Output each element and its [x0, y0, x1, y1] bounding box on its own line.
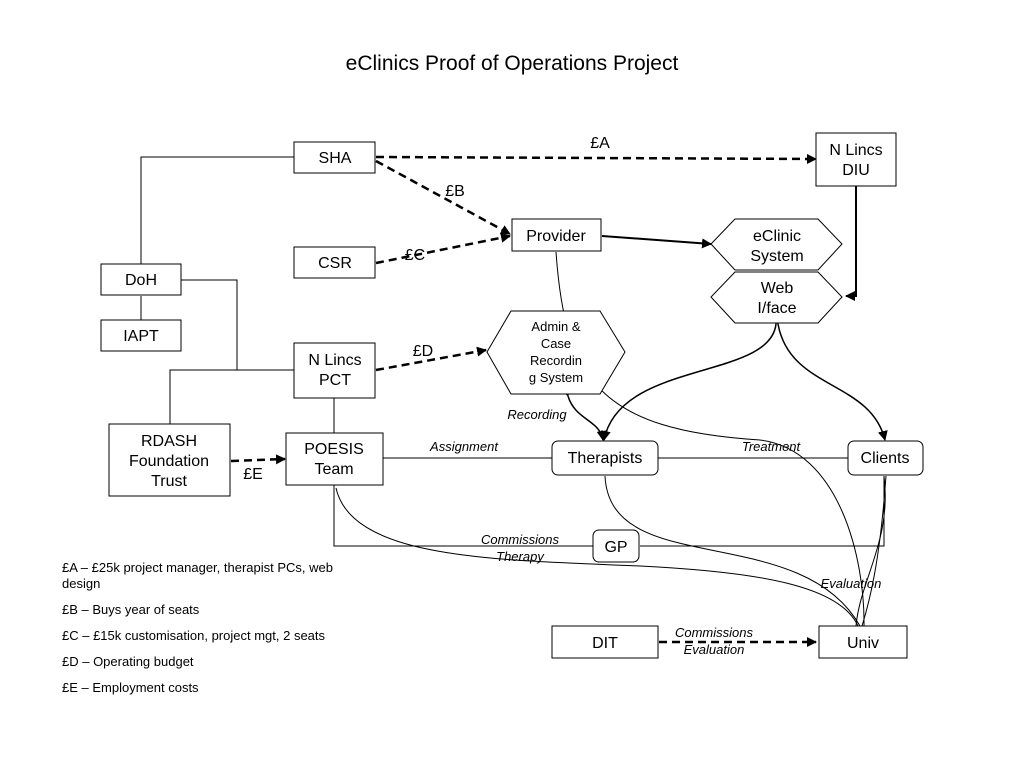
label-clients: Clients [861, 450, 910, 467]
node-rdash [108, 423, 231, 497]
solid-arrows [601, 186, 857, 301]
label-doh: DoH [125, 272, 157, 289]
arrow-e [230, 454, 286, 465]
commissions-therapy-line [333, 485, 593, 547]
edge-label-assignment: Assignment [429, 439, 499, 454]
pct-rdash-line [169, 369, 294, 424]
funding-arrows [230, 153, 817, 647]
node-csr [293, 246, 376, 279]
node-poesis [285, 432, 384, 486]
label-admin-3: Recordin [530, 353, 582, 368]
label-rdash-2: Foundation [129, 453, 209, 470]
gp-clients-line [640, 476, 885, 547]
node-nlincs-diu [815, 132, 897, 187]
edge-label-e: £E [243, 466, 263, 483]
edge-label-c: £C [405, 247, 425, 264]
clients-univ-curve [861, 475, 887, 627]
node-sha [293, 141, 376, 174]
legend-item-a: £A – £25k project manager, therapist PCs… [62, 560, 333, 591]
arrow-web-clients [771, 314, 888, 441]
label-web-1: Web [761, 280, 794, 297]
label-admin-4: g System [529, 370, 583, 385]
node-therapists [551, 440, 659, 476]
arrow-provider-eclinic [601, 235, 712, 249]
double-arrows [560, 314, 888, 441]
clients-univ-curve-2 [855, 475, 886, 627]
doh-pct-line [181, 279, 294, 371]
label-admin-2: Case [541, 336, 571, 351]
legend-item-b: £B – Buys year of seats [62, 602, 200, 617]
edge-label-evaluation: Evaluation [821, 576, 882, 591]
label-nlincs-diu-1: N Lincs [829, 142, 882, 159]
label-csr: CSR [318, 255, 352, 272]
label-sha: SHA [319, 150, 352, 167]
label-univ: Univ [847, 635, 879, 652]
arrow-admin-therapists [560, 385, 607, 441]
arrow-web-therapists [600, 314, 782, 441]
edge-label-d: £D [413, 343, 433, 360]
edge-label-commissions-therapy-2: Therapy [496, 549, 545, 564]
label-poesis-2: Team [314, 461, 353, 478]
node-nlincs-pct [293, 342, 376, 399]
label-provider: Provider [526, 228, 586, 245]
label-iapt: IAPT [123, 328, 159, 345]
arrow-b [375, 159, 511, 236]
legend-item-c: £C – £15k customisation, project mgt, 2 … [62, 628, 326, 643]
node-doh [100, 263, 182, 296]
edge-label-commissions-therapy-1: Commissions [481, 532, 560, 547]
sha-doh-line [140, 156, 294, 264]
node-iapt [100, 319, 182, 352]
arrow-diu-web [845, 186, 857, 301]
label-nlincs-pct-1: N Lincs [308, 352, 361, 369]
node-labels: SHA CSR DoH IAPT N Lincs PCT RDASH Found… [123, 142, 909, 652]
edge-label-a: £A [590, 135, 610, 152]
label-rdash-1: RDASH [141, 433, 197, 450]
node-web [710, 271, 843, 324]
edge-label-commissions-evaluation-1: Commissions [675, 625, 754, 640]
node-gp [592, 529, 640, 563]
node-admin [486, 310, 626, 395]
funding-legend: £A – £25k project manager, therapist PCs… [62, 560, 352, 706]
label-nlincs-diu-2: DIU [842, 162, 870, 179]
node-univ [818, 625, 908, 659]
edge-labels: £A £B £C £D £E Recording Assignment Trea… [243, 135, 881, 657]
edge-label-commissions-evaluation-2: Evaluation [684, 642, 745, 657]
label-gp: GP [604, 539, 627, 556]
label-therapists: Therapists [568, 450, 643, 467]
label-web-2: I/face [757, 300, 796, 317]
node-eclinic [710, 218, 843, 271]
legend-item-e: £E – Employment costs [62, 680, 199, 695]
label-rdash-3: Trust [151, 473, 187, 490]
node-dit [551, 625, 659, 659]
edge-label-recording: Recording [507, 407, 567, 422]
page-title: eClinics Proof of Operations Project [345, 52, 679, 75]
arrow-d [375, 346, 487, 372]
arrow-c [375, 232, 511, 265]
poesis-univ-curve [335, 487, 859, 627]
node-provider [511, 218, 602, 252]
node-clients [847, 440, 924, 476]
arrow-a [375, 153, 817, 164]
label-dit: DIT [592, 635, 618, 652]
edge-label-b: £B [445, 183, 465, 200]
edge-label-treatment: Treatment [742, 439, 802, 454]
label-nlincs-pct-2: PCT [319, 372, 351, 389]
label-poesis-1: POESIS [304, 441, 364, 458]
label-eclinic-1: eClinic [753, 228, 801, 245]
label-admin-1: Admin & [531, 319, 580, 334]
legend-item-d: £D – Operating budget [62, 654, 194, 669]
label-eclinic-2: System [750, 248, 803, 265]
therapists-univ-curve [604, 475, 861, 627]
